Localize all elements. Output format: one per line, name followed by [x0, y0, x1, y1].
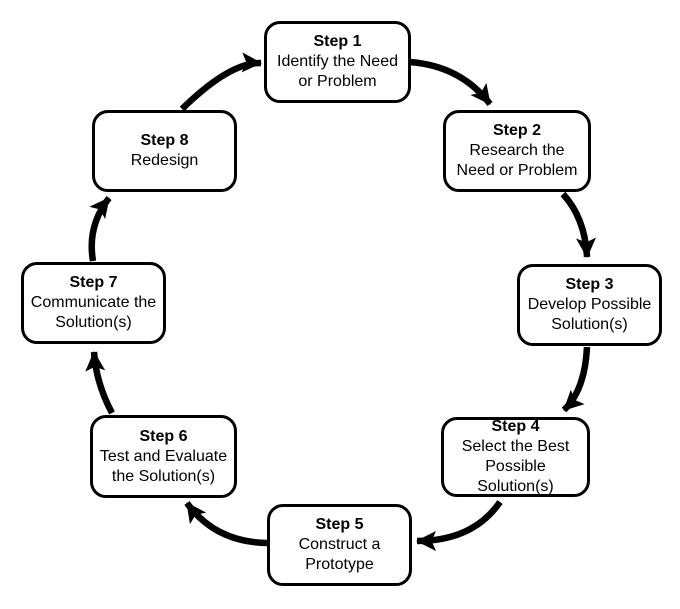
- step-2-title: Step 2: [492, 122, 541, 139]
- step-2-node: Step 2 Research the Need or Problem: [443, 110, 591, 192]
- step-1-node: Step 1 Identify the Need or Problem: [264, 21, 411, 103]
- step-4-desc: Select the Best Possible Solution(s): [461, 438, 570, 495]
- arrow-step2-to-step3: [560, 191, 597, 258]
- step-8-node: Step 8 Redesign: [92, 110, 237, 192]
- step-5-node: Step 5 Construct a Prototype: [267, 504, 412, 586]
- step-8-title: Step 8: [140, 132, 189, 149]
- step-6-node: Step 6 Test and Evaluate the Solution(s): [90, 415, 237, 498]
- arrow-step8-to-step1: [179, 52, 262, 112]
- step-5-desc: Construct a Prototype: [298, 536, 381, 573]
- step-4-node: Step 4 Select the Best Possible Solution…: [441, 417, 590, 497]
- step-7-title: Step 7: [69, 274, 118, 291]
- step-5-title: Step 5: [315, 516, 364, 533]
- step-2-desc: Research the Need or Problem: [456, 142, 578, 179]
- arrow-step5-to-step6: [184, 501, 268, 547]
- arrow-step7-to-step8: [88, 195, 112, 262]
- step-8-desc: Redesign: [130, 152, 199, 169]
- step-6-title: Step 6: [139, 427, 188, 445]
- step-7-node: Step 7 Communicate the Solution(s): [21, 262, 166, 344]
- step-3-desc: Develop Possible Solution(s): [527, 296, 652, 333]
- step-6-desc: Test and Evaluate the Solution(s): [99, 447, 228, 485]
- step-1-title: Step 1: [313, 33, 362, 50]
- step-3-node: Step 3 Develop Possible Solution(s): [517, 264, 662, 346]
- arrow-step3-to-step4: [561, 346, 591, 413]
- step-3-title: Step 3: [565, 276, 614, 293]
- step-7-desc: Communicate the Solution(s): [30, 294, 157, 331]
- arrow-step4-to-step5: [416, 500, 503, 551]
- step-1-desc: Identify the Need or Problem: [277, 53, 398, 90]
- arrow-step6-to-step7: [85, 351, 115, 415]
- arrow-step1-to-step2: [409, 58, 493, 106]
- step-4-title: Step 4: [491, 418, 540, 435]
